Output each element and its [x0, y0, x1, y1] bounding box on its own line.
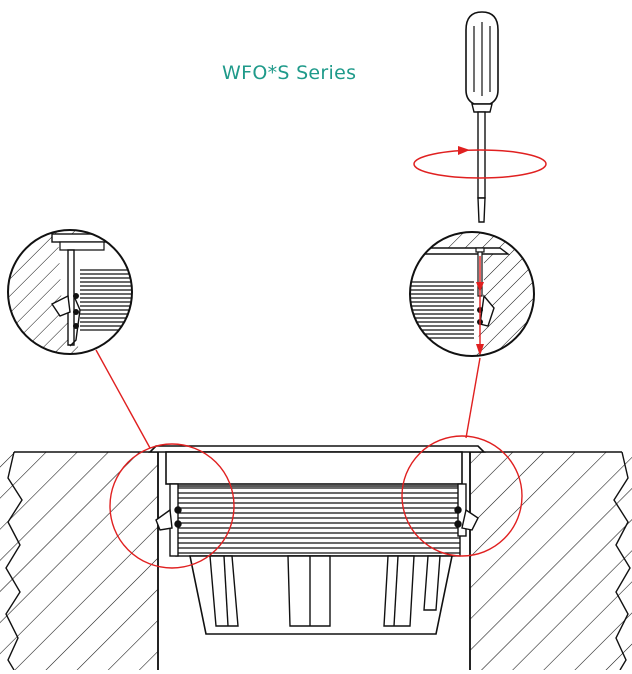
- left-wall: [0, 452, 158, 670]
- right-spring-clip: [454, 483, 479, 537]
- left-break-line: [5, 451, 23, 671]
- left-spring-clip: [155, 483, 182, 557]
- rotation-arrow-icon: [413, 146, 547, 179]
- diagram-title: WFO*S Series: [222, 62, 357, 84]
- right-detail-magnifier: [409, 231, 535, 357]
- fixture-body: [148, 445, 486, 635]
- left-detail-magnifier: [7, 229, 133, 355]
- right-wall: [470, 452, 632, 670]
- housing-struts: [209, 555, 441, 627]
- left-callout-circle: [109, 443, 235, 569]
- screwdriver-icon: [465, 11, 499, 223]
- right-callout-circle: [401, 435, 523, 557]
- heatsink-fins: [176, 487, 460, 554]
- right-leader-line: [465, 357, 481, 439]
- right-break-line: [613, 451, 631, 671]
- left-leader-line: [95, 349, 151, 449]
